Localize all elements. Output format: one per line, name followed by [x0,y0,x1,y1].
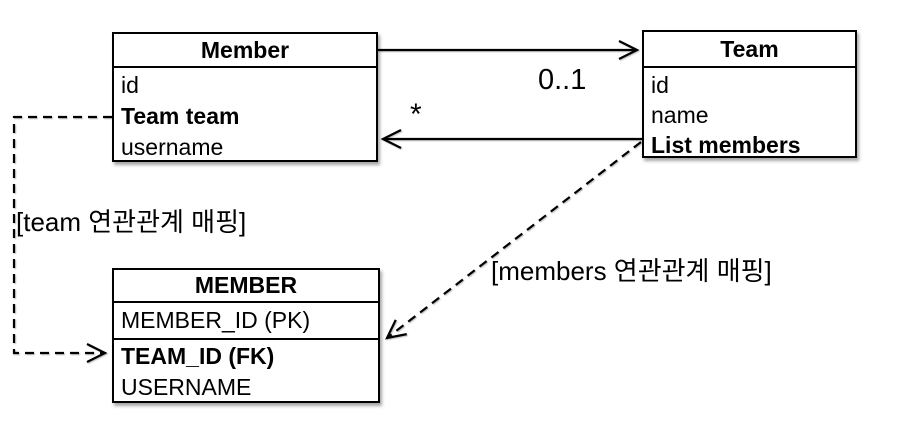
member-class-box: Member id Team team username [112,32,378,162]
member-table-pk-field: MEMBER_ID (PK) [114,303,378,340]
member-table-field-team-id: TEAM_ID (FK) [121,343,275,369]
member-class-title: Member [114,34,376,68]
members-mapping-dashed-arrow [385,141,642,340]
member-table-fields: TEAM_ID (FK) USERNAME [114,340,378,403]
team-field-name: name [651,102,709,128]
multiplicity-label-many: * [410,98,422,131]
member-table-field-username: USERNAME [121,374,252,400]
member-class-fields: id Team team username [114,68,376,163]
team-field-members: List members [651,132,801,158]
member-table-box: MEMBER MEMBER_ID (PK) TEAM_ID (FK) USERN… [112,268,380,403]
team-mapping-label: [team 연관관계 매핑] [16,207,247,237]
multiplicity-label-zero-or-one: 0..1 [538,64,587,96]
member-field-team: Team team [121,103,240,129]
team-class-box: Team id name List members [642,30,857,158]
member-field-username: username [121,134,224,160]
team-class-title: Team [644,32,855,68]
member-table-title: MEMBER [114,270,378,303]
member-field-id: id [121,72,139,98]
members-mapping-label: [members 연관관계 매핑] [491,256,772,286]
team-mapping-dashed-arrow [12,115,112,363]
team-class-fields: id name List members [644,68,855,160]
team-field-id: id [651,72,669,98]
